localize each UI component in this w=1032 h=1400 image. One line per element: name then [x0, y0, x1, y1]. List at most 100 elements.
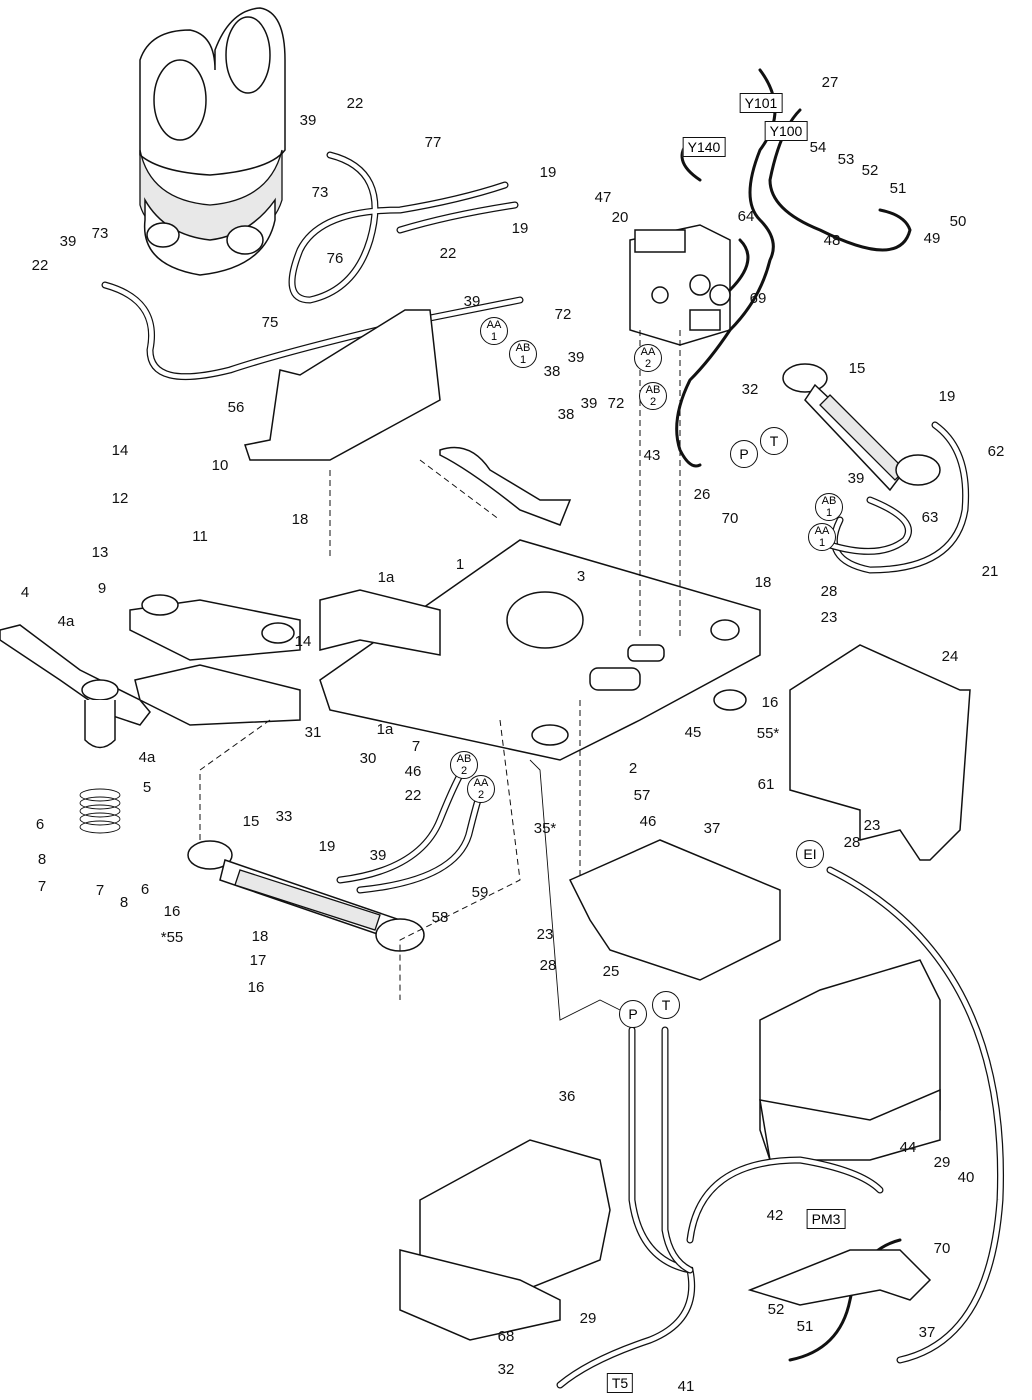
label-1a-2[interactable]: 1a: [376, 721, 394, 738]
label-61[interactable]: 61: [757, 776, 775, 793]
port-marker-p-lower[interactable]: P: [619, 1000, 647, 1028]
label-10[interactable]: 10: [211, 457, 229, 474]
label-7-a[interactable]: 7: [37, 878, 47, 895]
console-9[interactable]: [129, 594, 301, 726]
label-39-f[interactable]: 39: [847, 470, 865, 487]
port-marker-p-upper[interactable]: P: [730, 440, 758, 468]
port-marker-aa1[interactable]: AA 1: [480, 317, 508, 345]
label-39-a[interactable]: 39: [299, 112, 317, 129]
label-4[interactable]: 4: [20, 584, 30, 601]
label-28-a[interactable]: 28: [820, 583, 838, 600]
label-31[interactable]: 31: [304, 724, 322, 741]
label-16-b[interactable]: 16: [247, 979, 265, 996]
label-72-a[interactable]: 72: [554, 306, 572, 323]
label-48[interactable]: 48: [823, 232, 841, 249]
label-29-b[interactable]: 29: [579, 1310, 597, 1327]
label-16-a[interactable]: 16: [163, 903, 181, 920]
label-15-b[interactable]: 15: [242, 813, 260, 830]
connector-tag-y100[interactable]: Y100: [764, 121, 808, 141]
label-37-a[interactable]: 37: [703, 820, 721, 837]
label-13[interactable]: 13: [91, 544, 109, 561]
rotator-assembly[interactable]: [139, 7, 286, 276]
label-56[interactable]: 56: [227, 399, 245, 416]
label-11[interactable]: 11: [192, 528, 208, 545]
label-39-d[interactable]: 39: [567, 349, 585, 366]
connector-tag-pm3[interactable]: PM3: [806, 1209, 846, 1229]
port-marker-ab1-right[interactable]: AB 1: [815, 493, 843, 521]
port-marker-aa2-lower[interactable]: AA 2: [467, 775, 495, 803]
label-59[interactable]: 59: [471, 884, 489, 901]
label-36[interactable]: 36: [558, 1088, 576, 1105]
label-2[interactable]: 2: [628, 760, 638, 777]
label-77[interactable]: 77: [424, 134, 442, 151]
label-22-c[interactable]: 22: [439, 245, 457, 262]
port-marker-aa1-right[interactable]: AA 1: [808, 523, 836, 551]
label-19-d[interactable]: 19: [318, 838, 336, 855]
valve-block-lower-right[interactable]: [759, 959, 941, 1161]
label-3[interactable]: 3: [576, 568, 586, 585]
label-47[interactable]: 47: [594, 189, 612, 206]
port-marker-t-upper[interactable]: T: [760, 427, 788, 455]
label-39-c[interactable]: 39: [463, 293, 481, 310]
port-marker-ab2-lower[interactable]: AB 2: [450, 751, 478, 779]
label-46-a[interactable]: 46: [404, 763, 422, 780]
port-marker-ei[interactable]: EI: [796, 840, 824, 868]
label-75[interactable]: 75: [261, 314, 279, 331]
label-46-b[interactable]: 46: [639, 813, 657, 830]
label-39-g[interactable]: 39: [369, 847, 387, 864]
label-63[interactable]: 63: [921, 509, 939, 526]
label-30[interactable]: 30: [359, 750, 377, 767]
label-6-b[interactable]: 6: [140, 881, 150, 898]
label-39-e[interactable]: 39: [580, 395, 598, 412]
label-19-b[interactable]: 19: [511, 220, 529, 237]
label-8-a[interactable]: 8: [37, 851, 47, 868]
label-28-b[interactable]: 28: [843, 834, 861, 851]
label-39-b[interactable]: 39: [59, 233, 77, 250]
label-6-a[interactable]: 6: [35, 816, 45, 833]
label-8-b[interactable]: 8: [119, 894, 129, 911]
label-38-a[interactable]: 38: [543, 363, 561, 380]
label-45[interactable]: 45: [684, 724, 702, 741]
label-19-c[interactable]: 19: [938, 388, 956, 405]
port-marker-aa2[interactable]: AA 2: [634, 344, 662, 372]
label-51-b[interactable]: 51: [796, 1318, 814, 1335]
label-5[interactable]: 5: [142, 779, 152, 796]
label-70-b[interactable]: 70: [933, 1240, 951, 1257]
label-7-b[interactable]: 7: [95, 882, 105, 899]
label-25[interactable]: 25: [602, 963, 620, 980]
label-42[interactable]: 42: [766, 1207, 784, 1224]
label-23-a[interactable]: 23: [820, 609, 838, 626]
port-marker-ab2[interactable]: AB 2: [639, 382, 667, 410]
label-32[interactable]: 32: [741, 381, 759, 398]
label-57[interactable]: 57: [633, 787, 651, 804]
label-26[interactable]: 26: [693, 486, 711, 503]
label-21[interactable]: 21: [981, 563, 999, 580]
port-marker-t-lower[interactable]: T: [652, 991, 680, 1019]
label-14-a[interactable]: 14: [111, 442, 129, 459]
connector-tag-y101[interactable]: Y101: [739, 93, 783, 113]
label-72-b[interactable]: 72: [607, 395, 625, 412]
label-76[interactable]: 76: [326, 250, 344, 267]
label-55-a[interactable]: *55: [160, 929, 184, 946]
label-23-b[interactable]: 23: [863, 817, 881, 834]
label-69[interactable]: 69: [749, 290, 767, 307]
label-22-d[interactable]: 22: [404, 787, 422, 804]
valve-block-upper[interactable]: [629, 224, 731, 346]
label-9[interactable]: 9: [97, 580, 107, 597]
label-29-a[interactable]: 29: [933, 1154, 951, 1171]
cylinder-15-lower[interactable]: [187, 840, 425, 952]
label-27[interactable]: 27: [821, 74, 839, 91]
label-52-b[interactable]: 52: [767, 1301, 785, 1318]
label-70-a[interactable]: 70: [721, 510, 739, 527]
label-55-b[interactable]: 55*: [756, 725, 780, 742]
label-43[interactable]: 43: [643, 447, 661, 464]
label-62[interactable]: 62: [987, 443, 1005, 460]
label-7-c[interactable]: 7: [411, 738, 421, 755]
label-4a-1[interactable]: 4a: [57, 613, 75, 630]
label-32-b[interactable]: 32: [497, 1361, 515, 1378]
label-54[interactable]: 54: [809, 139, 827, 156]
label-12[interactable]: 12: [111, 490, 129, 507]
label-64[interactable]: 64: [737, 208, 755, 225]
label-51-a[interactable]: 51: [889, 180, 907, 197]
label-40[interactable]: 40: [957, 1169, 975, 1186]
